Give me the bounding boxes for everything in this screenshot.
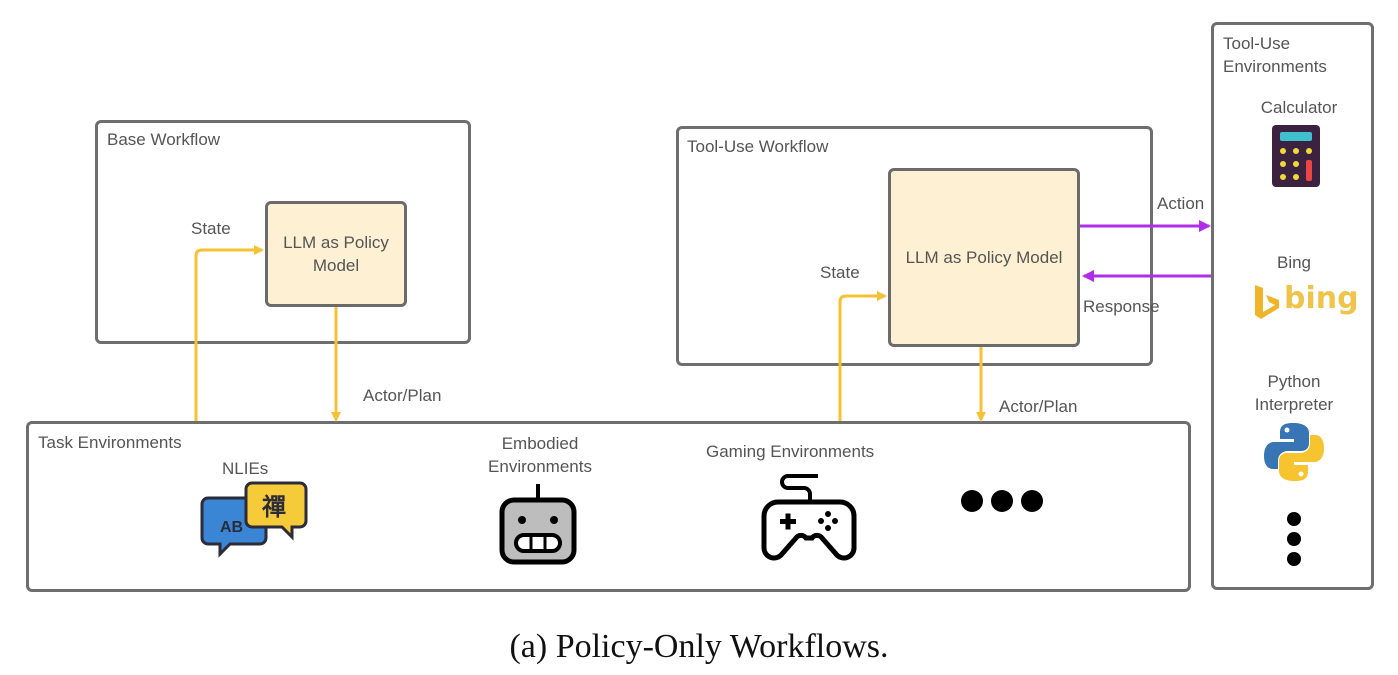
figure-caption: (a) Policy-Only Workflows. [509, 628, 889, 665]
tool-actor-plan-label: Actor/Plan [999, 397, 1078, 416]
tool-use-environments-title: Tool-Use Environments [1223, 34, 1327, 76]
nlie-right-glyph: 禪 [261, 493, 286, 521]
nlies-label: NLIEs [222, 459, 269, 478]
tool-use-workflow-title: Tool-Use Workflow [687, 137, 829, 156]
gaming-environments-label: Gaming Environments [706, 442, 875, 461]
bing-logo-icon: bing [1252, 281, 1359, 321]
bing-logo-text: bing [1284, 281, 1359, 316]
robot-icon [499, 484, 577, 565]
base-policy-model-node: LLM as Policy Model [265, 201, 407, 307]
tool-response-label: Response [1083, 297, 1160, 316]
embodied-environments-label: Embodied Environments [488, 434, 592, 476]
python-interpreter-label: Python Interpreter [1254, 372, 1334, 414]
translate-bubbles-icon: AB 禪 [200, 481, 308, 558]
base-action-label: Actor/Plan [363, 386, 442, 405]
tool-use-environments-box [1211, 22, 1374, 590]
bing-label: Bing [1276, 253, 1312, 272]
gamepad-icon [761, 474, 857, 561]
tool-state-label: State [820, 263, 860, 282]
nlie-left-glyph: AB [220, 519, 243, 536]
tool-policy-model-node: LLM as Policy Model [888, 168, 1080, 347]
base-state-label: State [191, 219, 231, 238]
more-vertical-icon [1287, 512, 1301, 566]
calculator-label: Calculator [1260, 98, 1338, 117]
tool-policy-model-label: LLM as Policy Model [905, 248, 1063, 267]
base-policy-model-label: LLM as Policy Model [283, 233, 389, 275]
python-icon [1264, 423, 1324, 481]
calculator-icon [1272, 125, 1320, 187]
tool-action-label: Action [1157, 194, 1205, 213]
more-horizontal-icon [961, 490, 1043, 512]
base-workflow-title: Base Workflow [107, 130, 221, 149]
task-environments-title: Task Environments [38, 433, 182, 452]
